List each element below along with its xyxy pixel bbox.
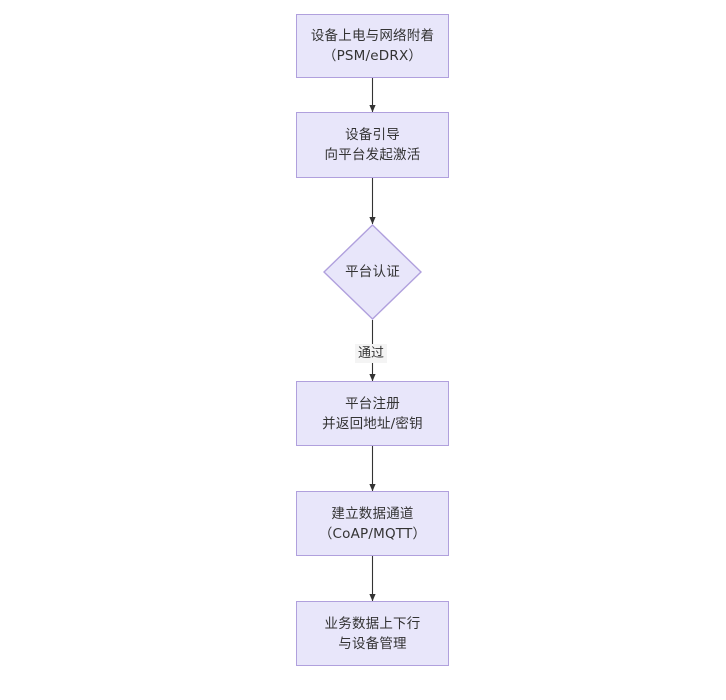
node-establish-data-channel[interactable]: 建立数据通道 （CoAP/MQTT） xyxy=(296,491,449,556)
node-device-power-on[interactable]: 设备上电与网络附着 （PSM/eDRX） xyxy=(296,14,449,78)
node-label-line: 业务数据上下行 xyxy=(324,615,421,632)
node-platform-registration[interactable]: 平台注册 并返回地址/密钥 xyxy=(296,381,449,446)
node-device-bootstrap[interactable]: 设备引导 向平台发起激活 xyxy=(296,112,449,178)
edge-label-pass: 通过 xyxy=(355,344,388,363)
node-label-line: 平台认证 xyxy=(345,264,400,280)
node-label-line: （CoAP/MQTT） xyxy=(318,525,427,542)
node-platform-authentication[interactable]: 平台认证 xyxy=(323,224,422,320)
node-label-line: 设备引导 xyxy=(345,127,400,143)
node-label-line: 与设备管理 xyxy=(338,635,407,652)
node-label-line: 并返回地址/密钥 xyxy=(322,415,423,432)
node-label-line: 向平台发起激活 xyxy=(324,147,421,163)
node-label-line: 平台注册 xyxy=(345,395,400,412)
node-label-line: 设备上电与网络附着 xyxy=(310,28,435,44)
node-label-line: （PSM/eDRX） xyxy=(322,48,423,64)
node-label-line: 建立数据通道 xyxy=(331,505,414,522)
diamond-shape-icon xyxy=(323,224,422,320)
node-business-data-and-device-management[interactable]: 业务数据上下行 与设备管理 xyxy=(296,601,449,666)
